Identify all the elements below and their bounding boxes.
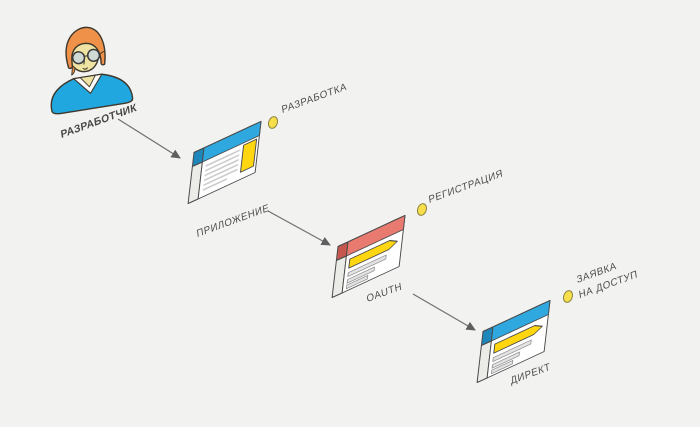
window-app-panel bbox=[239, 138, 258, 173]
avatar-glasses-icon bbox=[71, 48, 105, 65]
window-direct-form-bars bbox=[491, 339, 532, 375]
status-dot-icon bbox=[562, 290, 574, 303]
developer-avatar-icon bbox=[50, 26, 134, 115]
status-dot-icon bbox=[267, 116, 279, 129]
avatar-shirt bbox=[50, 73, 134, 115]
arrow-app-to-oauth bbox=[267, 210, 331, 246]
window-oauth-form-bars bbox=[346, 254, 387, 290]
avatar-nose bbox=[83, 60, 85, 65]
window-app-titlebar bbox=[201, 120, 262, 163]
avatar-sideburn bbox=[71, 65, 76, 76]
window-oauth-titlebar bbox=[345, 214, 406, 257]
avatar-neck bbox=[79, 74, 96, 88]
window-oauth bbox=[331, 214, 406, 298]
window-direct-banner-arrow bbox=[493, 324, 543, 354]
window-direct bbox=[476, 299, 551, 383]
window-app-text-lines bbox=[202, 149, 240, 191]
window-oauth-banner-arrow bbox=[348, 239, 398, 269]
avatar-mouth bbox=[82, 67, 88, 70]
window-direct-titlebar bbox=[490, 299, 551, 342]
window-app bbox=[187, 120, 262, 204]
arrow-oauth-to-direct bbox=[412, 293, 476, 331]
arrow-developer-to-app bbox=[117, 118, 181, 159]
status-dot-icon bbox=[416, 203, 428, 216]
